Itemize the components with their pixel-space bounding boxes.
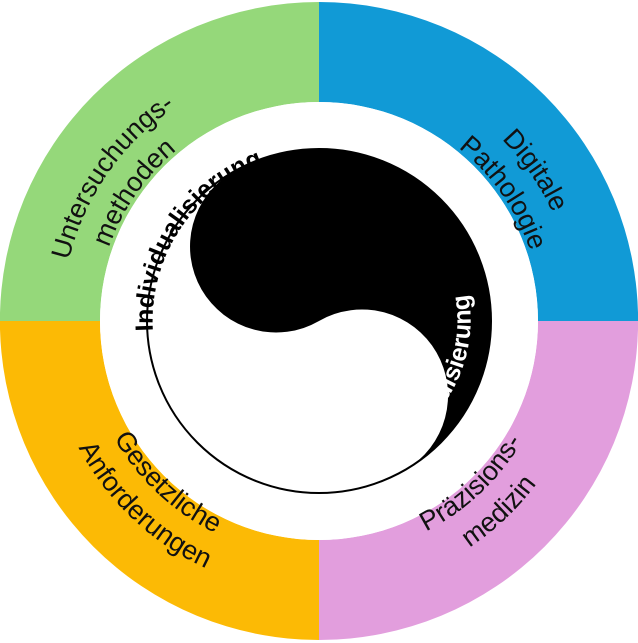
yin-yang-outline [146, 148, 492, 494]
yin-yang-light-dot [297, 385, 347, 435]
yin-yang-dark-dot [294, 205, 344, 255]
yin-yang-dark-half [190, 148, 492, 470]
yin-yang-symbol [146, 148, 492, 494]
